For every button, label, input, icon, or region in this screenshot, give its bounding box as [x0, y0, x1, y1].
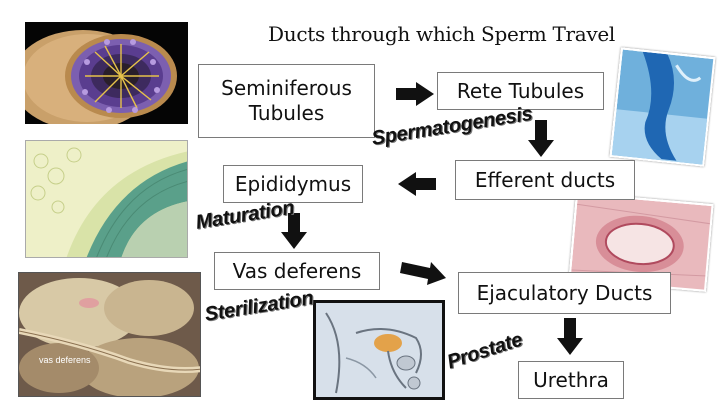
box-ejaculatory-ducts: Ejaculatory Ducts: [458, 272, 671, 314]
arrow-ejaculatory-to-urethra: [557, 318, 583, 355]
box-epididymus: Epididymus: [223, 165, 363, 203]
arrow-vas-to-ejaculatory: [400, 262, 446, 285]
efferent-duct-histology-photo: [568, 192, 714, 292]
arrow-epididymus-to-vas: [281, 213, 307, 249]
box-vas-deferens: Vas deferens: [214, 252, 380, 290]
rete-tubule-photo: [609, 47, 716, 167]
prostate-illustration: [313, 300, 445, 400]
arrow-efferent-to-epididymus: [398, 172, 436, 196]
box-urethra: Urethra: [518, 361, 624, 399]
vas-deferens-caption: vas deferens: [39, 355, 91, 365]
box-seminiferous-tubules: Seminiferous Tubules: [198, 64, 375, 138]
vas-deferens-photo: vas deferens: [18, 272, 201, 397]
epididymis-histology-photo: [25, 140, 188, 258]
box-rete-tubules: Rete Tubules: [437, 72, 604, 110]
seminiferous-tubule-photo: [25, 22, 188, 124]
arrow-rete-to-efferent: [528, 120, 554, 157]
arrow-seminiferous-to-rete: [396, 82, 434, 106]
page-title: Ducts through which Sperm Travel: [268, 22, 616, 46]
box-efferent-ducts: Efferent ducts: [455, 160, 635, 200]
